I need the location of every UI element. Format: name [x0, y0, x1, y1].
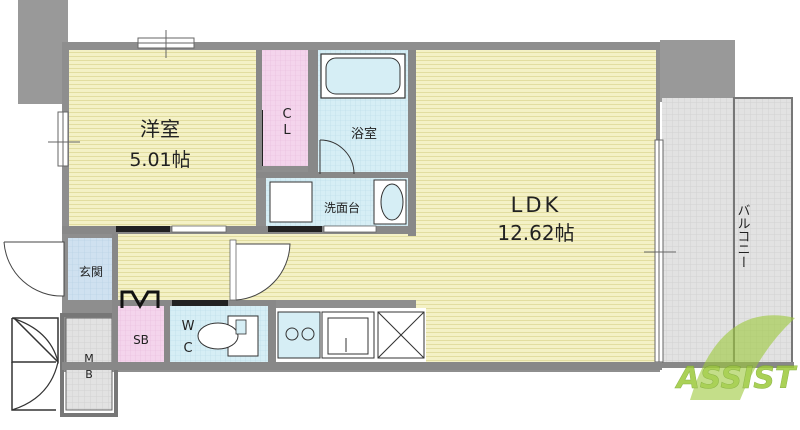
- ldk-size: 12.62帖: [497, 221, 574, 245]
- shoe-box: [118, 304, 164, 366]
- bath-door-swing: [319, 139, 355, 175]
- toilet-label-bottom: C: [183, 341, 192, 356]
- entrance-label: 玄関: [79, 264, 103, 279]
- entrance-door: [3, 241, 65, 297]
- bathtub: [320, 53, 406, 99]
- washroom-door: [268, 226, 322, 232]
- shoe-box-door: [120, 290, 160, 310]
- washing-machine-pan: [269, 181, 313, 223]
- toilet-label-top: W: [182, 319, 195, 334]
- window-left: [48, 111, 80, 167]
- closet-floor: [262, 50, 308, 166]
- fridge-space: [377, 311, 425, 359]
- closet-label-bottom: L: [283, 123, 291, 138]
- ldk-label: LDK: [511, 193, 562, 217]
- meter-box-label-top: M: [84, 352, 94, 365]
- assist-logo-text: ASSIST: [675, 361, 798, 396]
- bath-label: 浴室: [351, 126, 377, 142]
- exterior-wall-block-right: [660, 40, 735, 102]
- window-top: [137, 30, 195, 58]
- balcony-label: バルコニー: [735, 204, 751, 269]
- western-room-size: 5.01帖: [129, 149, 190, 171]
- wash-basin: [373, 179, 407, 225]
- western-door: [116, 226, 170, 232]
- western-room-floor: [69, 50, 256, 226]
- kitchen-sink: [321, 311, 375, 359]
- closet-label-top: C: [282, 107, 291, 122]
- shoe-box-label: SB: [133, 333, 149, 347]
- assist-logo: ASSIST: [674, 315, 798, 400]
- entrance-floor: [68, 238, 114, 300]
- meter-box-doors: [11, 317, 59, 411]
- toilet-fixture: [197, 315, 259, 357]
- stove: [277, 311, 321, 359]
- toilet-door: [172, 300, 228, 306]
- western-room-label: 洋室: [140, 117, 180, 141]
- exterior-wall-block: [18, 0, 68, 104]
- ldk-floor: [416, 50, 656, 362]
- washroom-label: 洗面台: [324, 200, 360, 215]
- meter-box-label-bottom: B: [85, 368, 93, 381]
- corridor-door-swing: [232, 243, 291, 301]
